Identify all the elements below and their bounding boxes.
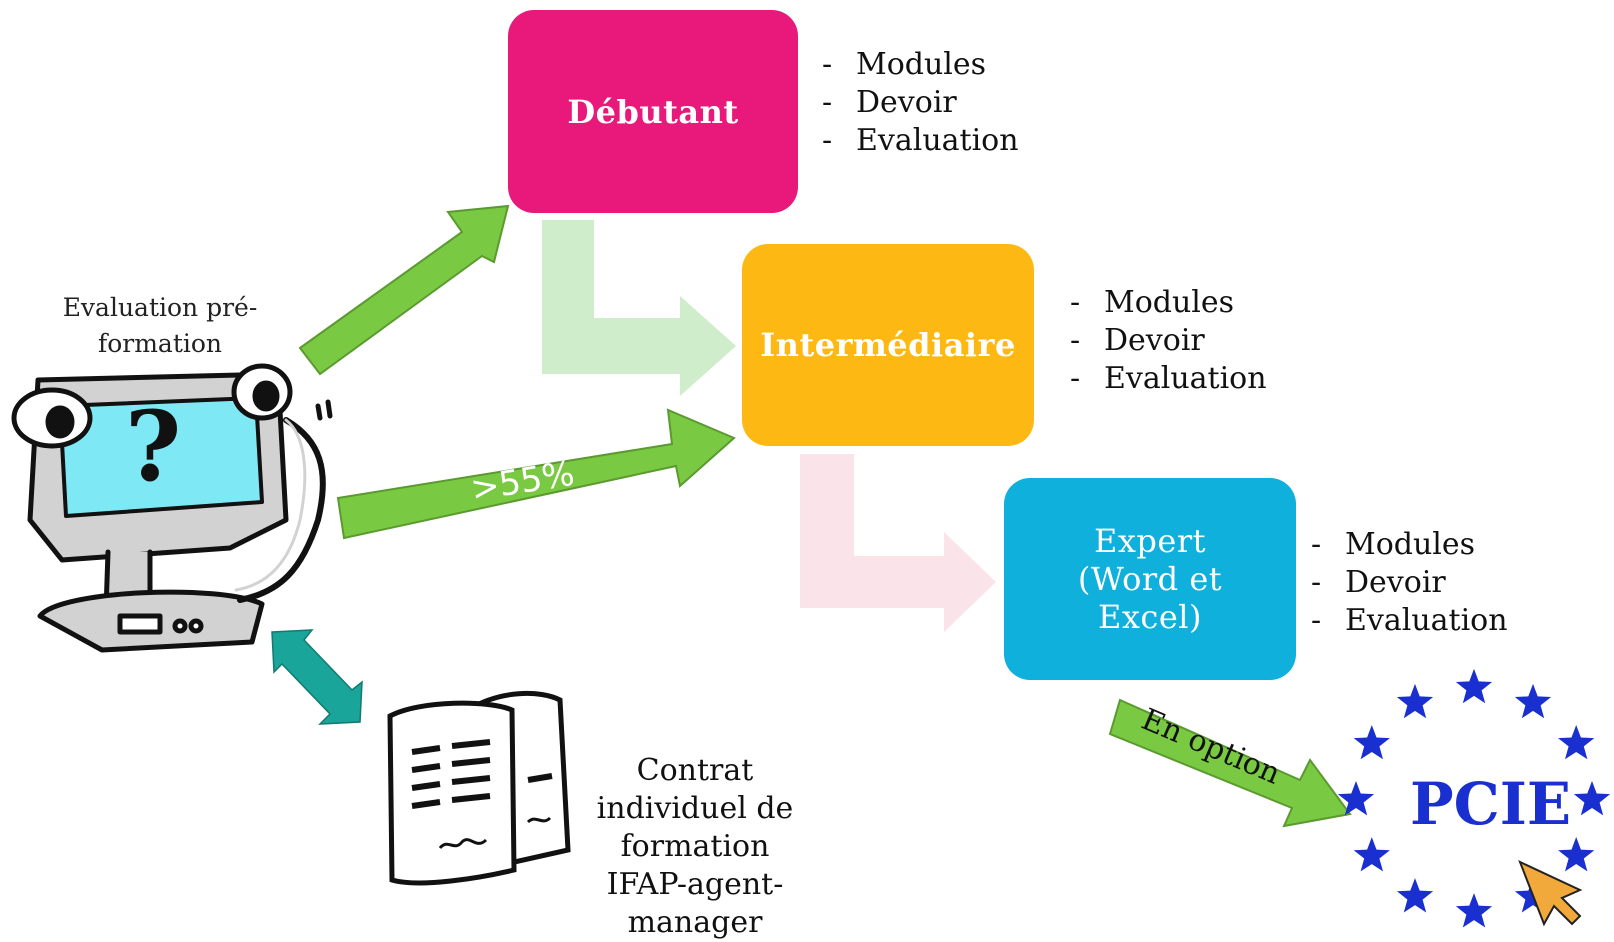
star-icon <box>1337 781 1375 816</box>
list-item: -Devoir <box>822 85 957 120</box>
level-items-intermediaire: -Modules -Devoir -Evaluation <box>1070 284 1267 398</box>
level-box-expert: Expert (Word et Excel) <box>1004 478 1296 680</box>
level-items-debutant: -Modules -Devoir -Evaluation <box>822 46 1019 160</box>
list-item: -Evaluation <box>1070 361 1267 396</box>
level-name: Débutant <box>567 92 739 131</box>
arrow-low-score <box>298 204 510 376</box>
pre-evaluation-title: Evaluation pré-formation <box>62 293 258 358</box>
computer-character-icon: ? <box>11 363 333 653</box>
list-item: -Devoir <box>1311 565 1446 600</box>
star-icon <box>1573 781 1611 816</box>
list-item: -Devoir <box>1070 323 1205 358</box>
pcie-logo-text: PCIE <box>1410 770 1572 838</box>
arrow-option <box>1108 698 1352 828</box>
level-name: Expert (Word et Excel) <box>1077 522 1223 636</box>
list-item: -Evaluation <box>822 123 1019 158</box>
star-icon <box>1514 683 1552 719</box>
star-icon <box>1455 893 1493 928</box>
star-icon <box>1396 878 1434 913</box>
level-box-intermediaire: Intermédiaire <box>742 244 1034 446</box>
level-box-debutant: Débutant <box>508 10 798 213</box>
list-item: -Modules <box>822 47 987 82</box>
list-item: -Modules <box>1311 527 1476 562</box>
connector-debutant-intermediaire <box>542 220 736 396</box>
connector-intermediaire-expert <box>800 454 996 632</box>
arrow-high-score <box>336 408 736 540</box>
star-icon <box>1558 837 1595 872</box>
star-icon <box>1396 683 1434 719</box>
star-icon <box>1353 725 1390 760</box>
svg-text:?: ? <box>125 390 181 503</box>
list-item: -Modules <box>1070 285 1235 320</box>
contract-document-icon <box>387 691 571 886</box>
star-icon <box>1558 725 1595 760</box>
pcie-logo <box>1337 668 1611 928</box>
star-icon <box>1455 668 1493 704</box>
list-item: -Evaluation <box>1311 603 1508 638</box>
contract-text: Contrat individuel de formation IFAP-age… <box>596 753 794 940</box>
link-double-arrow <box>271 629 363 725</box>
level-items-expert: -Modules -Devoir -Evaluation <box>1311 526 1508 640</box>
star-icon <box>1353 837 1390 872</box>
level-name: Intermédiaire <box>760 326 1016 364</box>
cursor-icon <box>1518 860 1583 927</box>
